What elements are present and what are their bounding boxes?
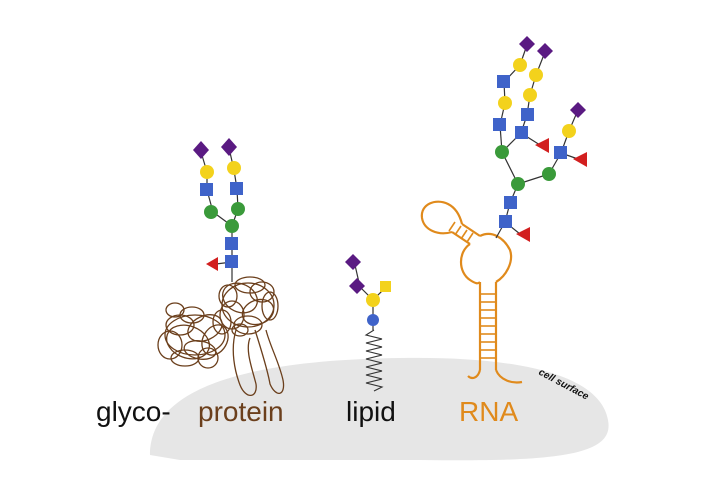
galactose-circle [498, 96, 512, 110]
protein-domain-right [218, 276, 279, 337]
label-glyco: glyco- [96, 396, 171, 427]
sialic-acid-diamond [519, 36, 535, 52]
glcnac-square [521, 108, 534, 121]
label-rna: RNA [459, 396, 518, 427]
glcnac-square [230, 182, 243, 195]
protein-transmembrane-loop [232, 329, 285, 397]
glcnac-square [499, 215, 512, 228]
fucose-triangle [573, 152, 587, 167]
galactose-circle [366, 293, 380, 307]
cell-surface [150, 357, 609, 461]
lipid-tail [364, 329, 384, 392]
rna-stem-rungs [448, 221, 474, 243]
galactose-circle [523, 88, 537, 102]
sialic-acid-diamond [345, 254, 361, 270]
sialic-acid-diamond [537, 43, 553, 59]
glcnac-square [225, 255, 238, 268]
rna-central-loop [459, 232, 513, 285]
protein-domain-left [157, 302, 232, 369]
sialic-acid-diamond [570, 102, 586, 118]
mannose-circle [231, 202, 245, 216]
label-lipid: lipid [346, 396, 396, 427]
galactose-circle [562, 124, 576, 138]
glcnac-square [504, 196, 517, 209]
rna-structure [420, 200, 523, 384]
glcnac-square [554, 146, 567, 159]
glycolipid [345, 254, 391, 392]
glucose-circle [367, 314, 379, 326]
glcnac-square [225, 237, 238, 250]
glcnac-square [515, 126, 528, 139]
label-protein: protein [198, 396, 284, 427]
sialic-acid-diamond [221, 138, 237, 156]
mannose-circle [542, 167, 556, 181]
mannose-circle [225, 219, 239, 233]
rna-hairpin-loop [420, 200, 464, 235]
rna-glycan [493, 36, 587, 242]
glcnac-square [497, 75, 510, 88]
rna-stem-rungs [480, 293, 496, 359]
sialic-acid-diamond [193, 141, 209, 159]
galactose-circle [227, 161, 241, 175]
protein-glycan [193, 138, 245, 271]
galactose-circle [200, 165, 214, 179]
mannose-circle [495, 145, 509, 159]
mannose-circle [204, 205, 218, 219]
galnac-square [380, 281, 391, 292]
sialic-acid-diamond [349, 278, 365, 294]
protein-structure [157, 276, 285, 397]
fucose-triangle [535, 138, 549, 153]
galactose-circle [513, 58, 527, 72]
fucose-triangle [206, 257, 218, 271]
rna-strand-ends [467, 369, 523, 384]
glcnac-square [200, 183, 213, 196]
mannose-circle [511, 177, 525, 191]
galactose-circle [529, 68, 543, 82]
glcnac-square [493, 118, 506, 131]
fucose-triangle [516, 227, 530, 242]
